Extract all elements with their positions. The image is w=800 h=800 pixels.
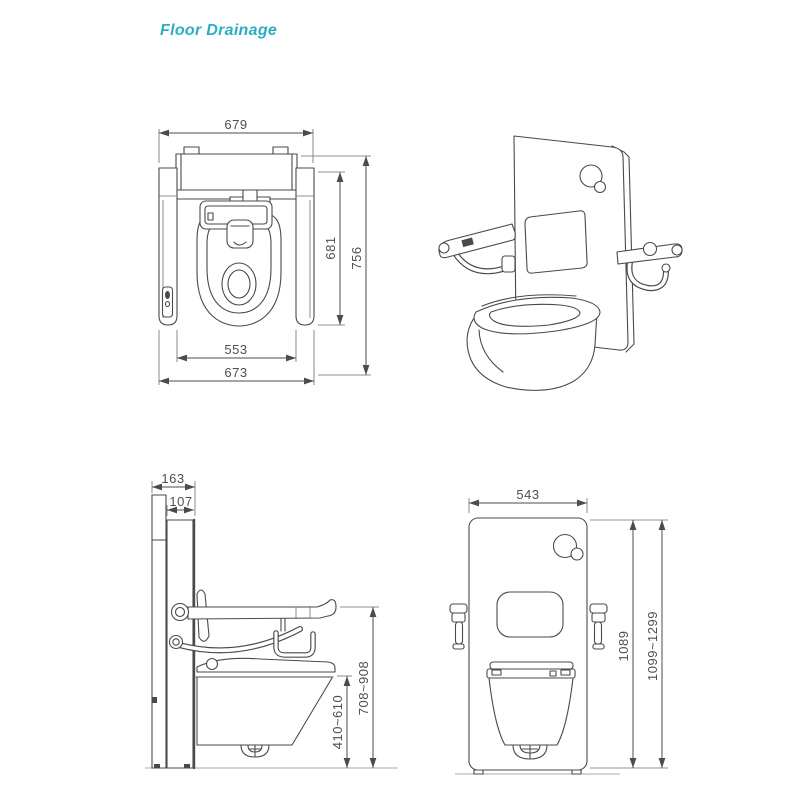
plan-view-drawing: 679 553 673 681 756	[158, 117, 371, 385]
tank-top	[175, 153, 298, 191]
flush-button	[552, 533, 578, 559]
front-view-drawing: 543 1089 1099~1299	[449, 487, 668, 775]
iso-grab-bar-right	[616, 241, 683, 292]
dim-front-panel-width: 543	[516, 487, 539, 502]
iso-panel	[513, 135, 635, 353]
nozzle-cover	[226, 219, 254, 249]
paper-holder	[273, 618, 316, 658]
plan-toilet	[158, 146, 315, 327]
dim-plan-overall-depth: 756	[349, 246, 364, 269]
dim-plan-overall-width: 673	[224, 365, 247, 380]
flush-button	[579, 164, 603, 188]
side-dimensions: 163 107 410~610 708~908	[151, 471, 379, 768]
front-grab-bar-left	[449, 603, 468, 650]
dim-front-overall-height: 1099~1299	[645, 611, 660, 681]
bowl-water	[221, 262, 257, 306]
plan-dimensions: 679 553 673 681 756	[158, 117, 371, 385]
dim-plan-rail-depth: 681	[323, 236, 338, 259]
front-dimensions: 543 1089 1099~1299	[468, 487, 668, 769]
drain-outlet	[240, 744, 270, 758]
dim-plan-inner-width: 553	[224, 342, 247, 357]
backrest	[496, 591, 564, 638]
dim-side-frame-depth: 163	[161, 471, 184, 486]
tank-tab	[183, 146, 200, 155]
bar-control-pad	[461, 237, 474, 248]
dim-side-bar-height: 708~908	[356, 661, 371, 715]
perspective-view-drawing	[438, 135, 683, 391]
front-grab-bar-right	[589, 603, 608, 650]
front-panel	[468, 517, 588, 775]
tank-tab	[272, 146, 289, 155]
lid-hinge	[205, 657, 219, 671]
side-view-drawing: 163 107 410~610 708~908	[145, 471, 398, 770]
side-panel	[151, 494, 196, 770]
dim-side-seat-height: 410~610	[330, 695, 345, 749]
dim-front-panel-height: 1089	[616, 631, 631, 662]
side-toilet	[195, 657, 336, 758]
grab-rail-right	[295, 167, 315, 326]
dim-side-panel-depth: 107	[169, 494, 192, 509]
seat-lid	[489, 661, 574, 670]
bar-pivot-lower	[168, 634, 184, 650]
drain-outlet	[512, 744, 548, 760]
dim-plan-top-width: 679	[224, 117, 247, 132]
front-toilet	[486, 661, 576, 760]
page-title: Floor Drainage	[160, 22, 278, 39]
iso-toilet	[466, 294, 601, 391]
backrest	[524, 210, 588, 274]
bar-pivot-upper	[170, 602, 190, 622]
grab-rail-left	[158, 167, 178, 326]
iso-grab-bar-left	[438, 223, 516, 275]
side-grab-bar	[168, 589, 337, 654]
